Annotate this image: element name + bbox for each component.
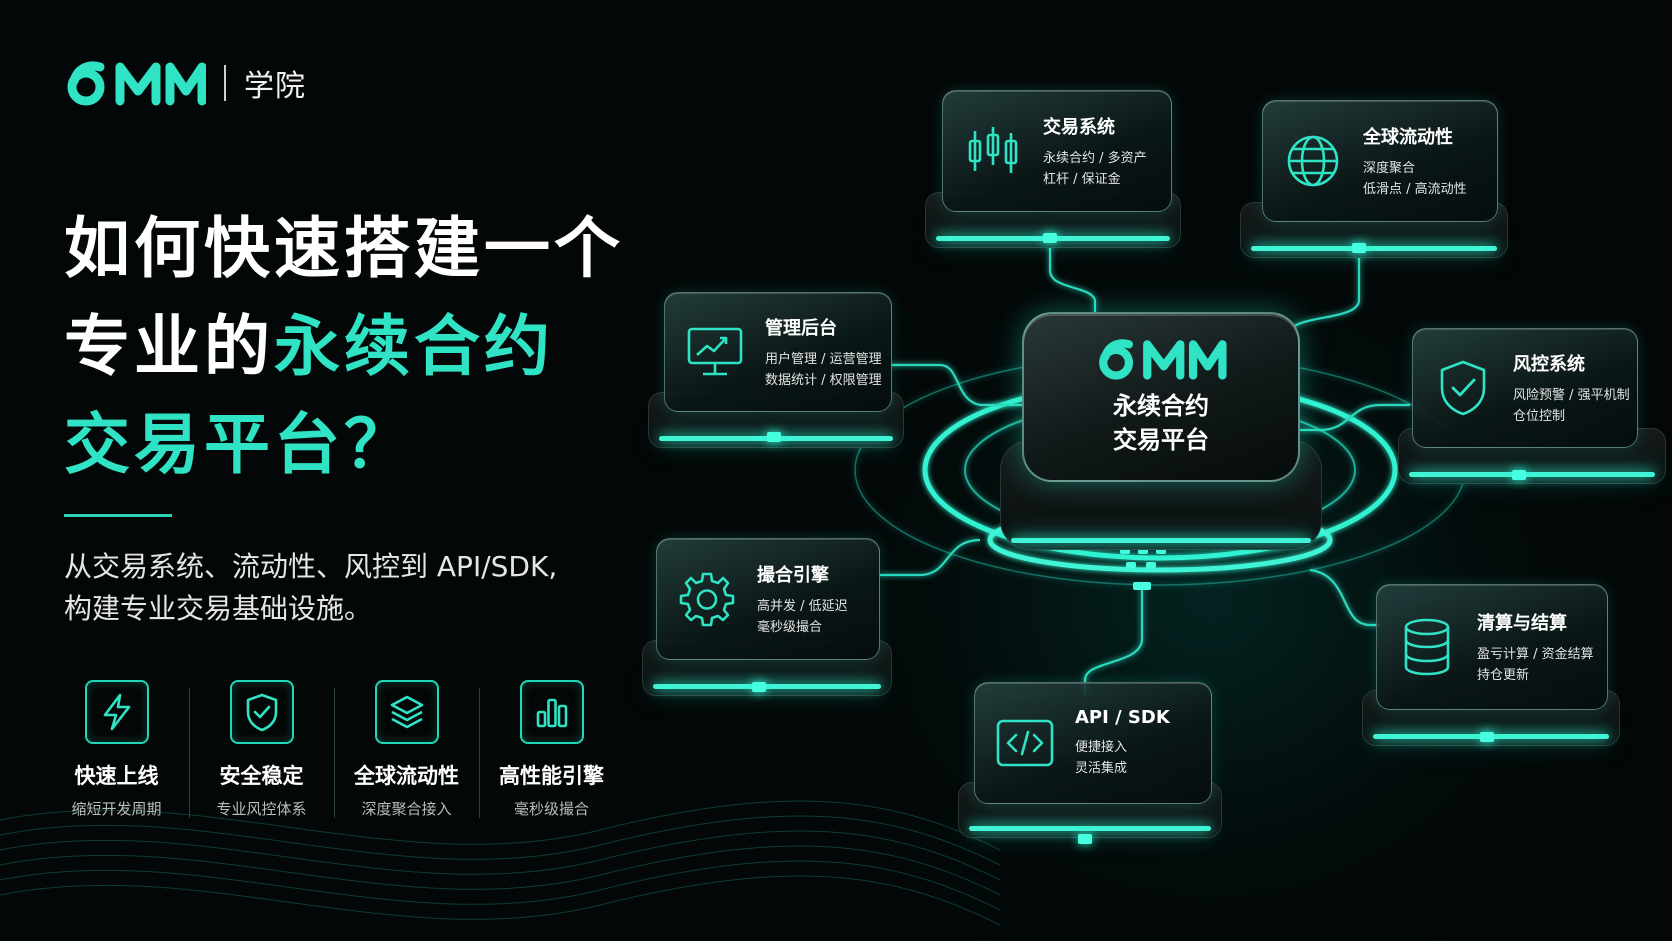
connector-api: [1083, 585, 1144, 695]
monitor-chart-icon: [683, 320, 747, 384]
hub-title-line-1: 永续合约: [1113, 392, 1209, 420]
module-api-sdk: API / SDK 便捷接入 灵活集成: [974, 682, 1212, 804]
layers-icon: [374, 680, 439, 744]
module-matching-engine: 撮合引擎 高并发 / 低延迟 毫秒级撮合: [656, 538, 880, 660]
code-icon: [993, 711, 1057, 775]
liquidity-port: [1352, 243, 1366, 253]
module-desc: 盈亏计算 / 资金结算: [1477, 646, 1594, 662]
feature-list: 快速上线 缩短开发周期 安全稳定 专业风控体系 全球流动性 深度聚合接入 高性能…: [44, 680, 624, 819]
module-title: API / SDK: [1075, 707, 1170, 728]
module-desc: 杠杆 / 保证金: [1043, 171, 1121, 187]
bar-chart-icon: [519, 680, 584, 744]
brand-subtitle: 学院: [244, 69, 306, 104]
headline: 如何快速搭建一个 专业的永续合约 交易平台？: [64, 200, 704, 494]
module-desc: 风险预警 / 强平机制: [1513, 387, 1630, 403]
hub-logo: [1099, 339, 1227, 380]
feature-fast-launch: 快速上线 缩短开发周期: [44, 680, 189, 819]
module-title: 清算与结算: [1477, 612, 1567, 634]
module-risk-control: 风控系统 风险预警 / 强平机制 仓位控制: [1412, 328, 1638, 448]
module-desc: 高并发 / 低延迟: [757, 598, 848, 614]
headline-line-1: 如何快速搭建一个: [64, 210, 624, 287]
module-desc: 数据统计 / 权限管理: [765, 372, 882, 388]
matching-port: [752, 682, 766, 692]
module-desc: 便捷接入: [1075, 740, 1128, 755]
subtitle-line-1: 从交易系统、流动性、风控到 API/SDK,: [64, 550, 558, 583]
api-port: [1078, 834, 1092, 844]
database-icon: [1395, 615, 1459, 679]
feature-title: 全球流动性: [354, 764, 459, 788]
connector-admin: [890, 363, 1022, 407]
module-admin-panel: 管理后台 用户管理 / 运营管理 数据统计 / 权限管理: [664, 292, 892, 412]
module-desc: 灵活集成: [1075, 761, 1128, 776]
feature-security: 安全稳定 专业风控体系: [189, 680, 334, 819]
connector-clearing: [1309, 568, 1380, 627]
headline-line-2: 专业的永续合约: [64, 298, 704, 396]
module-desc: 低滑点 / 高流动性: [1363, 181, 1467, 197]
module-desc: 毫秒级撮合: [757, 619, 823, 635]
connector-risk: [1300, 403, 1410, 432]
hub-indicator: [1126, 562, 1136, 568]
candlestick-icon: [961, 119, 1025, 183]
headline-line-2-white: 专业的: [64, 308, 274, 385]
lightning-icon: [84, 680, 149, 744]
module-desc: 仓位控制: [1513, 408, 1566, 424]
feature-engine: 高性能引擎 毫秒级撮合: [479, 680, 624, 819]
shield-icon: [229, 680, 294, 744]
hub-card: 永续合约 交易平台: [1022, 312, 1300, 482]
module-title: 全球流动性: [1363, 126, 1453, 148]
connector-trading: [1048, 240, 1097, 312]
module-title: 管理后台: [765, 317, 837, 339]
subtitle: 从交易系统、流动性、风控到 API/SDK, 构建专业交易基础设施。: [64, 546, 557, 630]
headline-highlight: 永续合约: [274, 308, 554, 385]
subtitle-line-2: 构建专业交易基础设施。: [64, 592, 373, 625]
hub-indicator: [1146, 562, 1156, 568]
module-desc: 永续合约 / 多资产: [1043, 150, 1147, 166]
clearing-port: [1480, 732, 1494, 742]
module-desc: 持仓更新: [1477, 667, 1530, 683]
hub-port: [1133, 582, 1151, 590]
feature-title: 高性能引擎: [499, 764, 604, 788]
gear-icon: [675, 567, 739, 631]
trading-port: [1043, 233, 1057, 243]
module-clearing-settlement: 清算与结算 盈亏计算 / 资金结算 持仓更新: [1376, 584, 1608, 710]
feature-desc: 专业风控体系: [216, 800, 307, 818]
connector-liquidity: [1289, 250, 1361, 331]
hub-title-line-2: 交易平台: [1113, 426, 1209, 454]
feature-title: 安全稳定: [219, 764, 304, 788]
feature-desc: 深度聚合接入: [361, 800, 452, 818]
module-title: 交易系统: [1043, 116, 1115, 138]
module-desc: 深度聚合: [1363, 160, 1416, 176]
connector-matching: [880, 538, 981, 577]
brand: 学院: [64, 56, 306, 110]
module-trading-system: 交易系统 永续合约 / 多资产 杠杆 / 保证金: [942, 90, 1172, 212]
module-desc: 用户管理 / 运营管理: [765, 351, 882, 367]
brand-divider: [224, 65, 226, 101]
feature-title: 快速上线: [74, 764, 159, 788]
module-title: 撮合引擎: [757, 564, 829, 586]
feature-liquidity: 全球流动性 深度聚合接入: [334, 680, 479, 819]
risk-port: [1512, 470, 1526, 480]
feature-desc: 缩短开发周期: [71, 800, 162, 818]
brand-logo: [67, 61, 206, 106]
module-title: 风控系统: [1513, 353, 1585, 375]
headline-line-3: 交易平台？: [64, 406, 414, 483]
feature-desc: 毫秒级撮合: [513, 800, 589, 818]
shield-check-icon: [1431, 356, 1495, 420]
admin-port: [767, 432, 781, 442]
module-global-liquidity: 全球流动性 深度聚合 低滑点 / 高流动性: [1262, 100, 1498, 222]
headline-divider: [64, 514, 172, 517]
globe-icon: [1281, 129, 1345, 193]
